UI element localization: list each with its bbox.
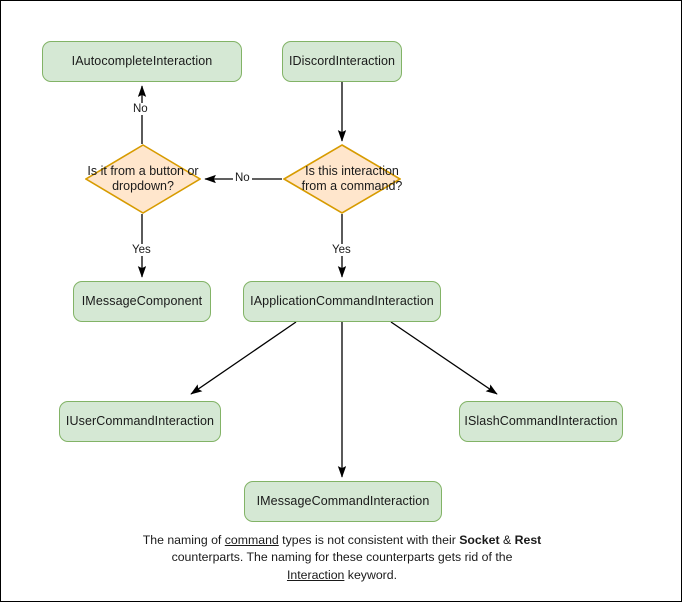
node-label: IUserCommandInteraction bbox=[65, 414, 215, 429]
node-decision-is-from-command[interactable]: Is this interaction from a command? bbox=[283, 144, 402, 214]
node-application-command-interaction[interactable]: IApplicationCommandInteraction bbox=[243, 281, 441, 322]
footnote-rest-keyword: Rest bbox=[514, 533, 542, 547]
node-label: IAutocompleteInteraction bbox=[71, 54, 213, 69]
node-autocomplete-interaction[interactable]: IAutocompleteInteraction bbox=[42, 41, 242, 82]
node-label: ISlashCommandInteraction bbox=[464, 414, 618, 429]
diamond-shape bbox=[283, 144, 401, 214]
footnote-note: The naming of command types is not consi… bbox=[142, 532, 542, 584]
node-slash-command-interaction[interactable]: ISlashCommandInteraction bbox=[459, 401, 623, 442]
footnote-command-keyword: command bbox=[224, 533, 279, 547]
node-message-command-interaction[interactable]: IMessageCommandInteraction bbox=[244, 481, 442, 522]
node-discord-interaction[interactable]: IDiscordInteraction bbox=[282, 41, 402, 82]
footnote-line1-part2: types is not consistent with their bbox=[278, 533, 456, 547]
edge-label-no-autocomplete: No bbox=[131, 103, 150, 115]
edge-application-command-to-user-command bbox=[190, 321, 297, 395]
edge-label-yes-message-component: Yes bbox=[130, 244, 153, 256]
footnote-ampersand: & bbox=[499, 533, 515, 547]
edge-label-yes-application-command: Yes bbox=[330, 244, 353, 256]
footnote-line3-part2: keyword. bbox=[344, 567, 398, 582]
edge-label-no-between-decisions: No bbox=[233, 172, 252, 184]
footnote-line1-part1: The naming of bbox=[142, 533, 225, 547]
footnote-socket-keyword: Socket bbox=[459, 533, 500, 547]
edge-application-command-to-slash-command bbox=[390, 321, 498, 395]
node-user-command-interaction[interactable]: IUserCommandInteraction bbox=[59, 401, 221, 442]
node-label: Is it from a button or dropdown? bbox=[87, 164, 199, 193]
node-message-component[interactable]: IMessageComponent bbox=[73, 281, 211, 322]
node-label: Is this interaction from a command? bbox=[301, 164, 403, 193]
node-decision-is-button-or-dropdown[interactable]: Is it from a button or dropdown? bbox=[85, 144, 201, 214]
node-label: IMessageComponent bbox=[81, 294, 203, 309]
node-label: IDiscordInteraction bbox=[288, 54, 396, 69]
footnote-interaction-keyword: Interaction bbox=[286, 567, 345, 582]
node-label: IApplicationCommandInteraction bbox=[250, 294, 434, 309]
diamond-shape bbox=[85, 144, 201, 214]
node-label: IMessageCommandInteraction bbox=[256, 494, 430, 509]
footnote-line3-part1: counterparts gets rid of the bbox=[366, 550, 513, 565]
footnote-line2-rest: counterparts. The naming for these bbox=[171, 550, 363, 565]
